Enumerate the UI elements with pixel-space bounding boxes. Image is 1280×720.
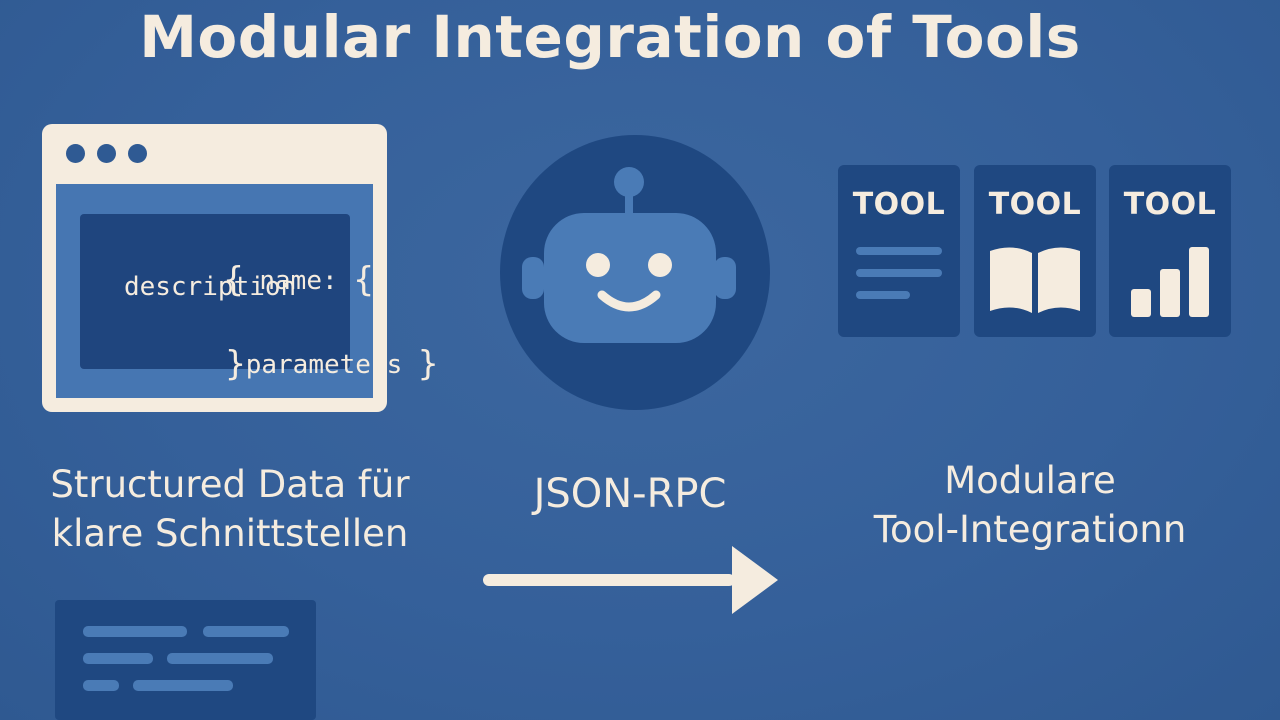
robot-icon <box>522 167 736 343</box>
code-name-key: name: <box>259 266 338 296</box>
code-line-1: { name: { <box>98 228 374 328</box>
code-parameters-key: parameters <box>245 350 403 380</box>
code-block: { name: { description }parameters } <box>80 214 438 384</box>
tool-label: TOOL <box>988 187 1082 222</box>
close-brace-icon: } <box>417 344 439 384</box>
document-lines-icon <box>83 626 289 691</box>
tool-card-book: TOOL <box>974 165 1096 337</box>
window-controls <box>66 144 147 163</box>
page-title: Modular Integration of Tools <box>139 3 1081 71</box>
open-brace-icon: { <box>353 260 374 300</box>
tool-card-chart: TOOL <box>1109 165 1231 337</box>
caption-json-rpc: JSON-RPC <box>533 471 727 517</box>
caption-line: Tool-Integrationn <box>873 508 1187 551</box>
tool-card-text: TOOL <box>838 165 960 337</box>
window-dot-icon <box>97 144 116 163</box>
code-line-3: }parameters } <box>100 312 438 412</box>
tool-label: TOOL <box>1123 187 1217 222</box>
code-line-2: description <box>124 272 297 302</box>
document-card <box>55 600 316 720</box>
book-icon <box>990 247 1080 313</box>
caption-line: Modulare <box>944 459 1116 502</box>
caption-structured-data: Structured Data für klare Schnittstellen <box>20 460 440 558</box>
bar-chart-icon <box>1131 247 1209 317</box>
window-dot-icon <box>128 144 147 163</box>
tool-label: TOOL <box>852 187 946 222</box>
text-lines-icon <box>856 247 942 299</box>
arrow-right-icon <box>483 546 778 614</box>
caption-line: Structured Data für <box>50 463 410 506</box>
open-brace-icon: { <box>223 260 244 300</box>
close-brace-icon: } <box>225 344 246 384</box>
caption-modular-integration: Modulare Tool-Integrationn <box>820 456 1240 554</box>
code-window: { name: { description }parameters } <box>42 124 438 412</box>
window-dot-icon <box>66 144 85 163</box>
caption-line: klare Schnittstellen <box>51 512 409 555</box>
window-pane: { name: { description }parameters } <box>56 184 438 398</box>
